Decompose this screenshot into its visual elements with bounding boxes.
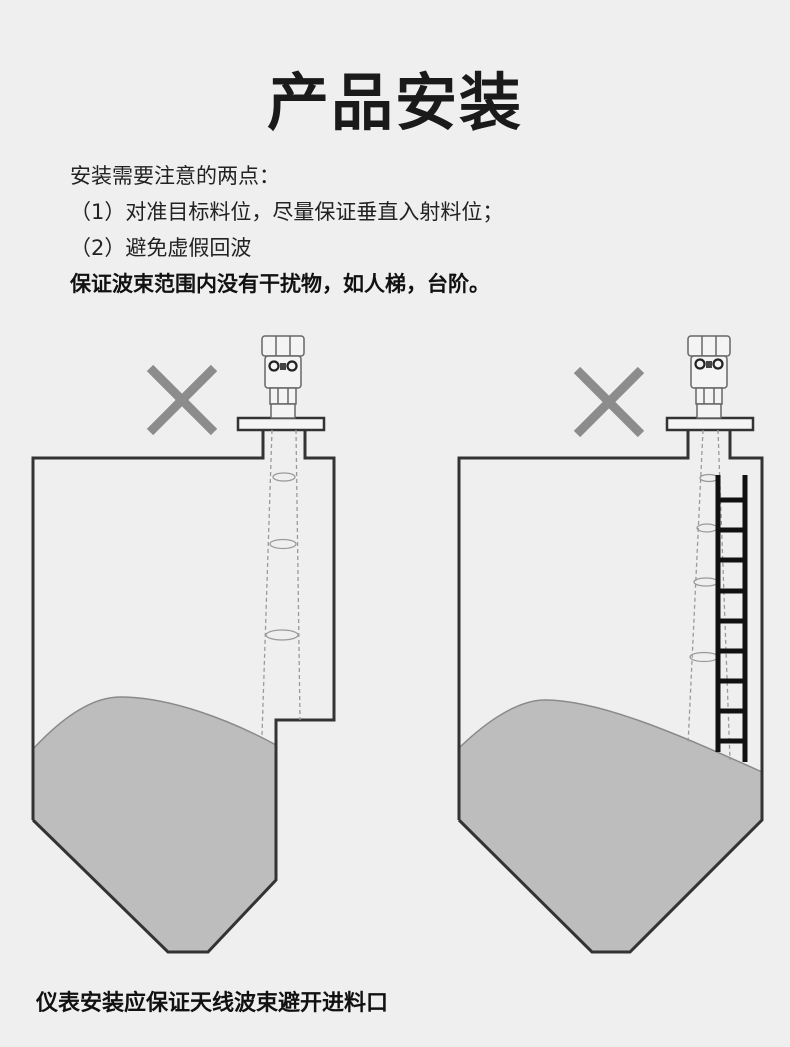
x-mark-icon [146, 364, 218, 436]
left-diagram [31, 335, 336, 954]
radar-beam [261, 429, 301, 736]
footer-caption: 仪表安装应保证天线波束避开进料口 [36, 991, 389, 1016]
flange [236, 416, 326, 432]
material-pile [32, 696, 277, 953]
radar-level-meter-icon [687, 335, 731, 419]
radar-beam [687, 429, 731, 761]
installation-notes: 安装需要注意的两点： （1）对准目标料位，尽量保证垂直入射料位； （2）避免虚假… [70, 158, 503, 302]
notes-emphasis: 保证波束范围内没有干扰物，如人梯，台阶。 [70, 272, 490, 296]
tank-outline [31, 430, 336, 954]
flange [665, 416, 755, 432]
right-diagram [457, 335, 764, 954]
notes-intro: 安装需要注意的两点： [70, 164, 280, 188]
tank-outline [457, 430, 764, 954]
notes-point-1: （1）对准目标料位，尽量保证垂直入射料位； [70, 200, 504, 224]
page-title: 产品安装 [266, 66, 523, 139]
x-mark-icon [573, 366, 645, 438]
ladder-icon [715, 475, 748, 762]
notes-point-2: （2）避免虚假回波 [70, 236, 252, 260]
radar-level-meter-icon [261, 335, 305, 419]
